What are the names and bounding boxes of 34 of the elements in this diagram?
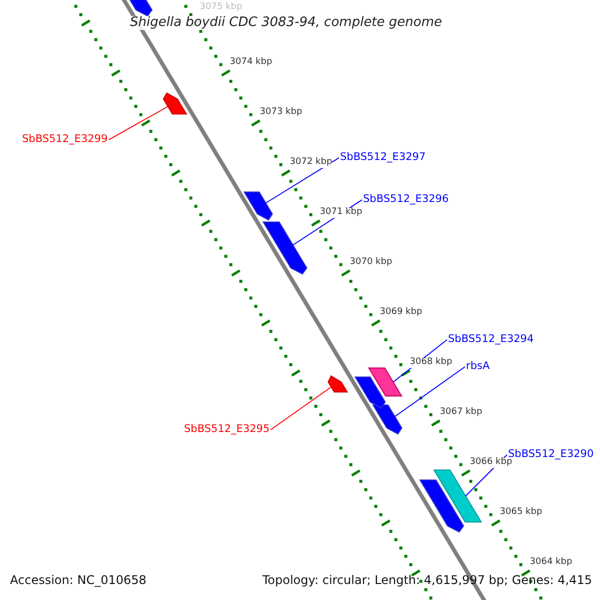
leader-line bbox=[108, 106, 168, 140]
gene-feature bbox=[372, 404, 402, 435]
scale-label: 3066 kbp bbox=[470, 458, 512, 468]
scale-label: 3068 kbp bbox=[410, 358, 452, 368]
scale-label: 3071 kbp bbox=[320, 208, 362, 218]
scale-label: 3069 kbp bbox=[380, 308, 422, 318]
scale-label: 3065 kbp bbox=[500, 508, 542, 518]
gene-label: SbBS512_E3294 bbox=[448, 334, 534, 346]
gene-feature bbox=[262, 222, 308, 275]
scale-label: 3075 kbp bbox=[200, 3, 242, 13]
scale-label: 3072 kbp bbox=[290, 158, 332, 168]
scale-label: 3074 kbp bbox=[230, 58, 272, 68]
scale-label: 3067 kbp bbox=[440, 408, 482, 418]
gene-label: SbBS512_E3295 bbox=[184, 424, 270, 436]
gene-label: SbBS512_E3297 bbox=[340, 152, 426, 164]
leader-line bbox=[265, 157, 340, 204]
leader-line bbox=[394, 366, 466, 417]
gene-label: SbBS512_E3296 bbox=[363, 194, 449, 206]
gene-label: rbsA bbox=[466, 361, 490, 373]
title: Shigella boydii CDC 3083-94, complete genome bbox=[130, 16, 442, 30]
scale-label: 3070 kbp bbox=[350, 258, 392, 268]
gene-feature bbox=[354, 376, 386, 409]
accession-text: Accession: NC_010658 bbox=[10, 574, 146, 588]
gene-feature bbox=[243, 192, 273, 221]
gene-feature bbox=[419, 480, 464, 533]
gene-label: SbBS512_E3299 bbox=[22, 134, 108, 146]
genome-stats-text: Topology: circular; Length: 4,615,997 bp; Genes: 4,415 bbox=[262, 574, 592, 588]
scale-label: 3064 kbp bbox=[530, 558, 572, 568]
gene-bar bbox=[433, 470, 482, 522]
scale-label: 3073 kbp bbox=[260, 108, 302, 118]
gene-feature bbox=[162, 92, 188, 114]
gene-bar bbox=[368, 368, 402, 396]
leader-line bbox=[270, 386, 332, 430]
gene-feature bbox=[328, 375, 348, 392]
